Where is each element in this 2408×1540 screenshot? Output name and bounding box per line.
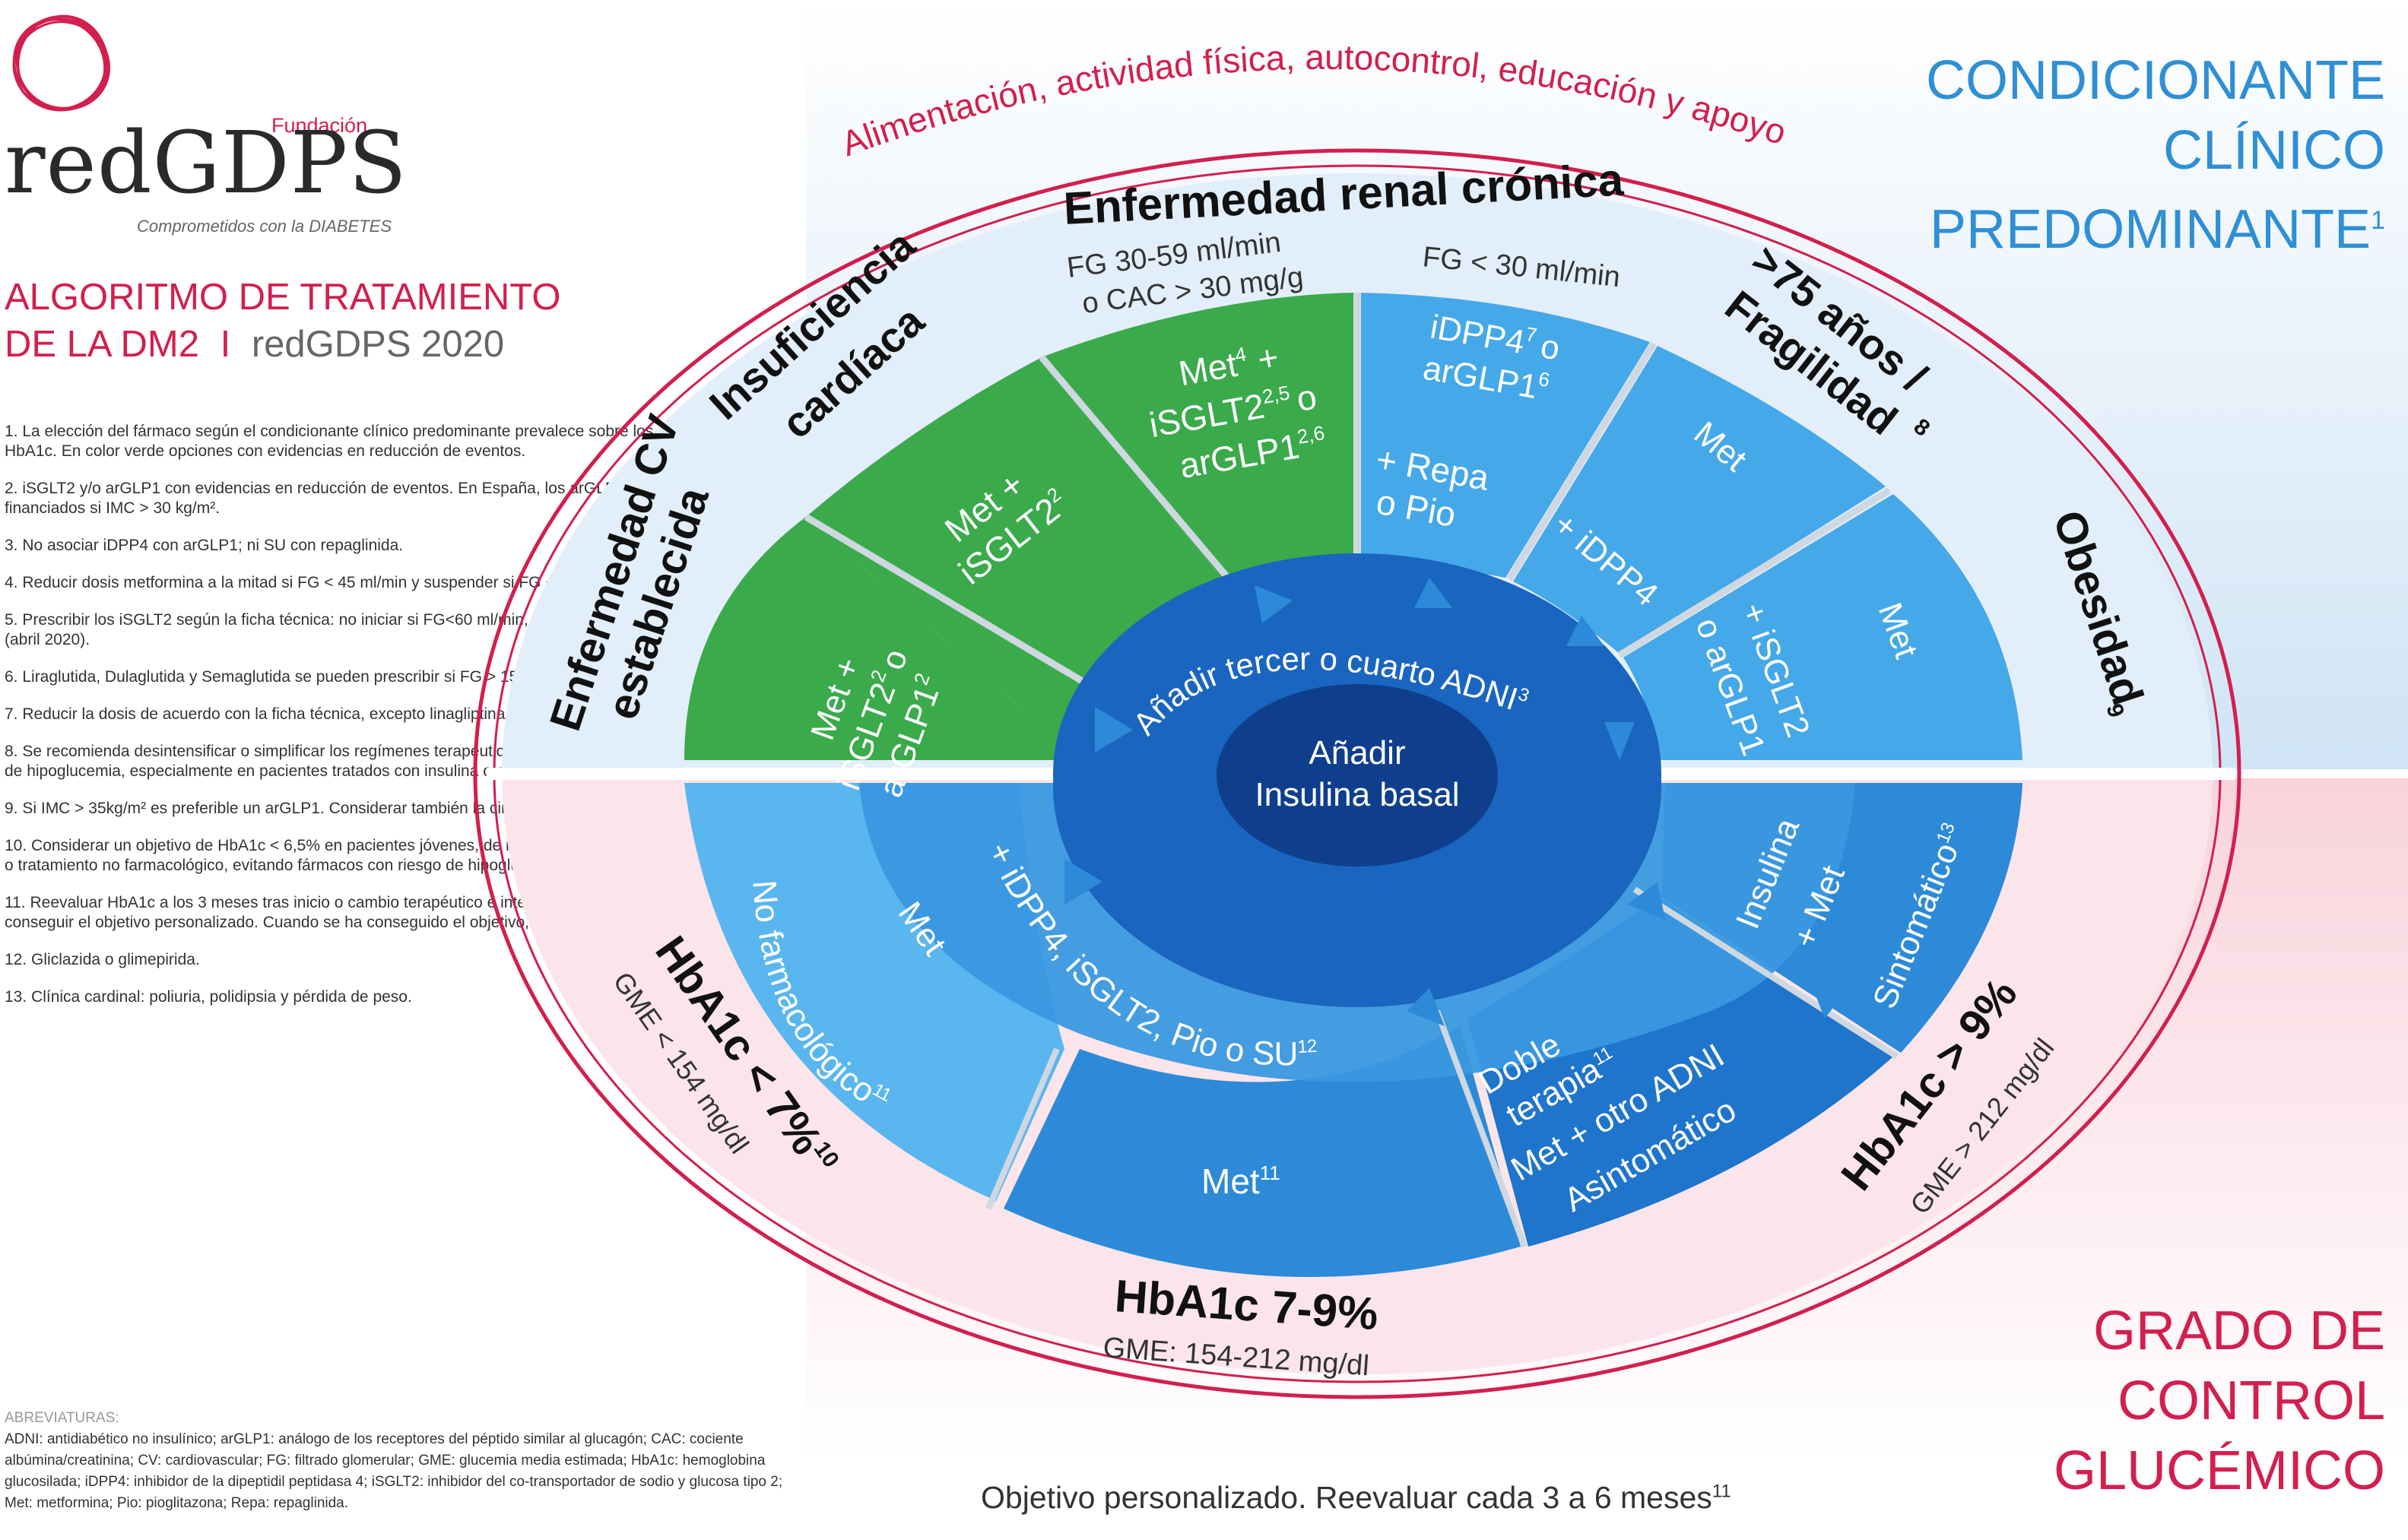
erc2-treatment: iDPP47o arGLP16 + Repa o Pio [1373, 308, 1563, 534]
grado-line2: CONTROL [2117, 1370, 2385, 1431]
segment-edad [1513, 346, 1886, 654]
arrow-icon [1414, 578, 1452, 608]
center-circle [1217, 684, 1498, 867]
footer-text: Objetivo personalizado. Reevaluar cada 3… [981, 1480, 1712, 1515]
erc2-line2-sup: 6 [1537, 367, 1551, 391]
arrow-icon [1064, 859, 1102, 905]
algorithm-title-line2-row: DE LA DM2 I redGDPS 2020 [5, 321, 560, 368]
footnote: 13. Clínica cardinal: poliuria, polidips… [5, 988, 412, 1006]
arrow-icon [1407, 988, 1445, 1026]
condicionante-line3-row: PREDOMINANTE1 [1926, 185, 2385, 265]
logo-tagline: Comprometidos con la DIABETES [137, 217, 392, 236]
footnote: 4. Reducir dosis metformina a la mitad s… [5, 574, 633, 591]
footnote: 9. Si IMC > 35kg/m² es preferible un arG… [5, 800, 612, 817]
logo-circle-icon [12, 14, 111, 112]
segment-ecv [684, 517, 1080, 760]
footnote: 2. iSGLT2 y/o arGLP1 con evidencias en r… [5, 480, 747, 517]
abbreviations-heading: ABREVIATURAS: [5, 1410, 119, 1426]
grado-line1: GRADO DE [2092, 1301, 2385, 1361]
grado-line3: GLUCÉMICO [2053, 1440, 2385, 1501]
abbreviations-text: ADNI: antidiabético no insulínico; arGLP… [5, 1431, 783, 1511]
erc2-line1-sup: 7 [1524, 322, 1538, 347]
footnote: 6. Liraglutida, Dulaglutida y Semaglutid… [5, 668, 574, 686]
met-b: Met11 [1201, 1161, 1280, 1201]
condicionante-sup: 1 [2371, 206, 2385, 235]
logo-name: redGDPS [5, 114, 408, 213]
footer-sup: 11 [1712, 1481, 1731, 1502]
condicionante-line1: CONDICIONANTE [1925, 50, 2385, 111]
algorithm-title-separator: I [220, 324, 231, 365]
erc1-line2-sup: 2,5 [1261, 381, 1292, 408]
bottom-dividers [985, 886, 1899, 1248]
algorithm-title-line2: DE LA DM2 [5, 324, 199, 365]
arrow-icon [1095, 707, 1133, 753]
met-b-sup: 11 [1260, 1161, 1280, 1184]
grado-title: GRADO DE CONTROL GLUCÉMICO [2054, 1296, 2385, 1506]
logo-foundation: Fundación [271, 114, 368, 137]
footer-note: Objetivo personalizado. Reevaluar cada 3… [981, 1480, 1731, 1516]
segment-erc1 [1042, 293, 1353, 600]
arrow-icon [1627, 882, 1665, 920]
condicionante-line3: PREDOMINANTE [1930, 199, 2372, 260]
footnote: 1. La elección del fármaco según el cond… [5, 423, 732, 460]
erc1-line3-sup: 2,6 [1296, 421, 1327, 448]
arrow-icon [1566, 616, 1604, 646]
arrow-icons [1064, 578, 1848, 1026]
met-b-drug: Met [1201, 1161, 1260, 1201]
idpp4-su-sup: 12 [1297, 1036, 1318, 1058]
top-dividers [804, 293, 1892, 687]
footnote: 12. Gliclazida o glimepirida. [5, 951, 200, 968]
arrow-icon [1810, 981, 1848, 1019]
outer-ring [473, 148, 2241, 1399]
segment-met79 [1004, 1026, 1521, 1277]
algorithm-title-year: redGDPS 2020 [251, 324, 505, 365]
insulin-line2: Insulina basal [1255, 776, 1459, 813]
algorithm-title-line1: ALGORITMO DE TRATAMIENTO [5, 277, 561, 318]
logo [0, 0, 395, 236]
condicionante-line2: CLÍNICO [2162, 120, 2385, 181]
erc1-line1-sup: 4 [1233, 342, 1248, 366]
arrow-icon [1604, 722, 1635, 760]
insulin-line1: Añadir [1309, 734, 1405, 772]
segment-erc2 [1361, 293, 1650, 578]
condicionante-title: CONDICIONANTE CLÍNICO PREDOMINANTE1 [1926, 46, 2385, 265]
arrow-icon [1255, 585, 1293, 623]
algorithm-title: ALGORITMO DE TRATAMIENTO DE LA DM2 I red… [5, 274, 560, 368]
segment-obesidad [1623, 494, 2023, 760]
footnote: 3. No asociar iDPP4 con arGLP1; ni SU co… [5, 537, 404, 554]
